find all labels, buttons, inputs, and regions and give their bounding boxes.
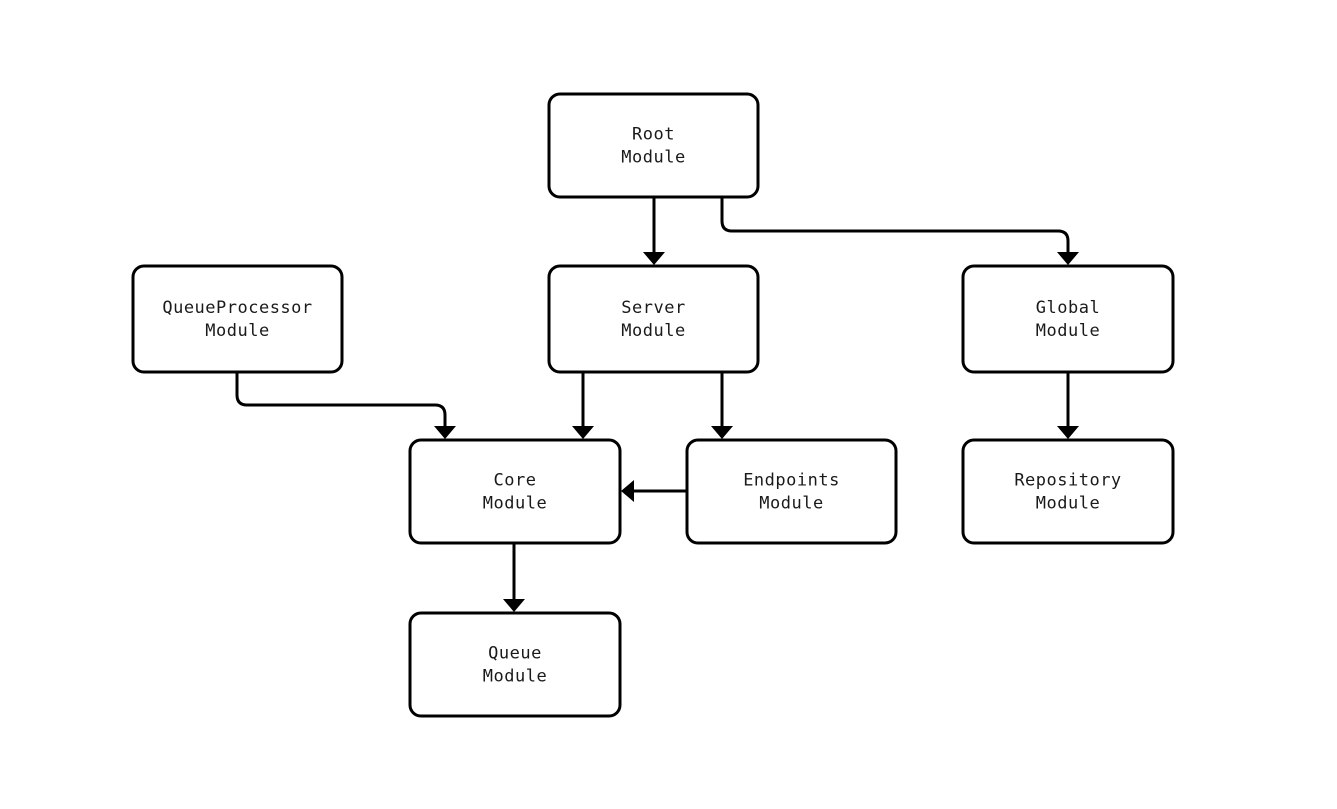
edge-root-to-global [720,197,1079,265]
arrowhead-icon [434,426,456,439]
node-label-primary: Root [632,125,675,145]
node-label-primary: Global [1036,298,1100,318]
node-label-primary: Endpoints [743,471,840,491]
node-label-secondary: Module [483,494,547,514]
arrowhead-icon [711,426,733,439]
edge-queueprocessor-to-core [235,372,456,439]
edges-layer [235,197,1079,612]
arrowhead-icon [1057,426,1079,439]
node-label-secondary: Module [759,494,823,514]
node-label-secondary: Module [1036,321,1100,341]
edge-server-to-endpoints [711,372,733,439]
arrowhead-icon [572,426,594,439]
node-label-secondary: Module [621,321,685,341]
node-shape[interactable] [408,438,622,545]
edge-line [720,197,1070,255]
edge-root-to-server [643,197,665,265]
node-shape[interactable] [131,264,344,374]
nodes-layer: RootModuleQueueProcessorModuleServerModu… [131,92,1175,718]
arrowhead-icon [1057,252,1079,265]
node-label-primary: QueueProcessor [162,298,312,318]
arrowhead-icon [643,252,665,265]
node-label-primary: Repository [1014,471,1121,491]
node-shape[interactable] [547,92,760,199]
edge-global-to-repository [1057,372,1079,439]
node-label-secondary: Module [483,667,547,687]
node-label-secondary: Module [1036,494,1100,514]
node-shape[interactable] [408,611,622,718]
arrowhead-icon [503,599,525,612]
node-label-primary: Core [494,471,537,491]
node-label-secondary: Module [205,321,269,341]
node-shape[interactable] [547,264,760,374]
node-shape[interactable] [961,438,1175,545]
node-label-primary: Queue [488,644,542,664]
arrowhead-icon [621,480,634,502]
edge-line [235,372,447,429]
node-label-primary: Server [621,298,685,318]
node-label-secondary: Module [621,148,685,168]
edge-server-to-core [572,372,594,439]
edge-endpoints-to-core [621,480,687,502]
node-shape[interactable] [685,438,898,545]
node-shape[interactable] [961,264,1175,374]
edge-core-to-queue [503,543,525,612]
